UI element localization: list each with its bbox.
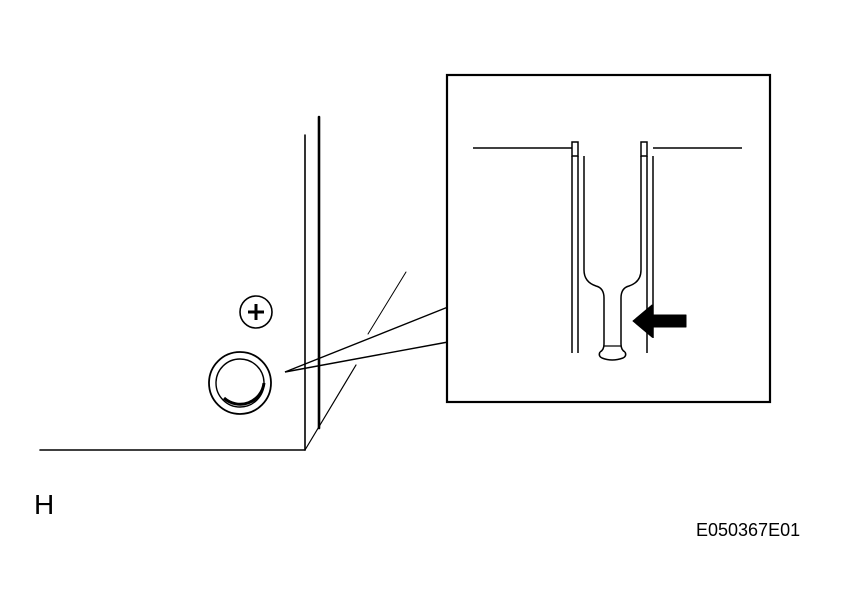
battery-case — [39, 115, 407, 451]
callout-leader — [284, 306, 449, 373]
detail-frame — [445, 73, 772, 404]
plus-sign-icon — [239, 295, 273, 329]
filler-cap — [208, 351, 272, 415]
figure-code-label: E050367E01 — [696, 520, 801, 540]
filler-neck-left-wall — [571, 141, 605, 353]
battery-level-line — [367, 271, 407, 335]
view-letter-label: H — [34, 489, 55, 520]
detail-inset — [445, 73, 772, 404]
battery-bevel-edge — [304, 364, 357, 451]
arrow-left-icon — [632, 304, 687, 338]
filler-neck-bottom-lip — [598, 351, 627, 361]
